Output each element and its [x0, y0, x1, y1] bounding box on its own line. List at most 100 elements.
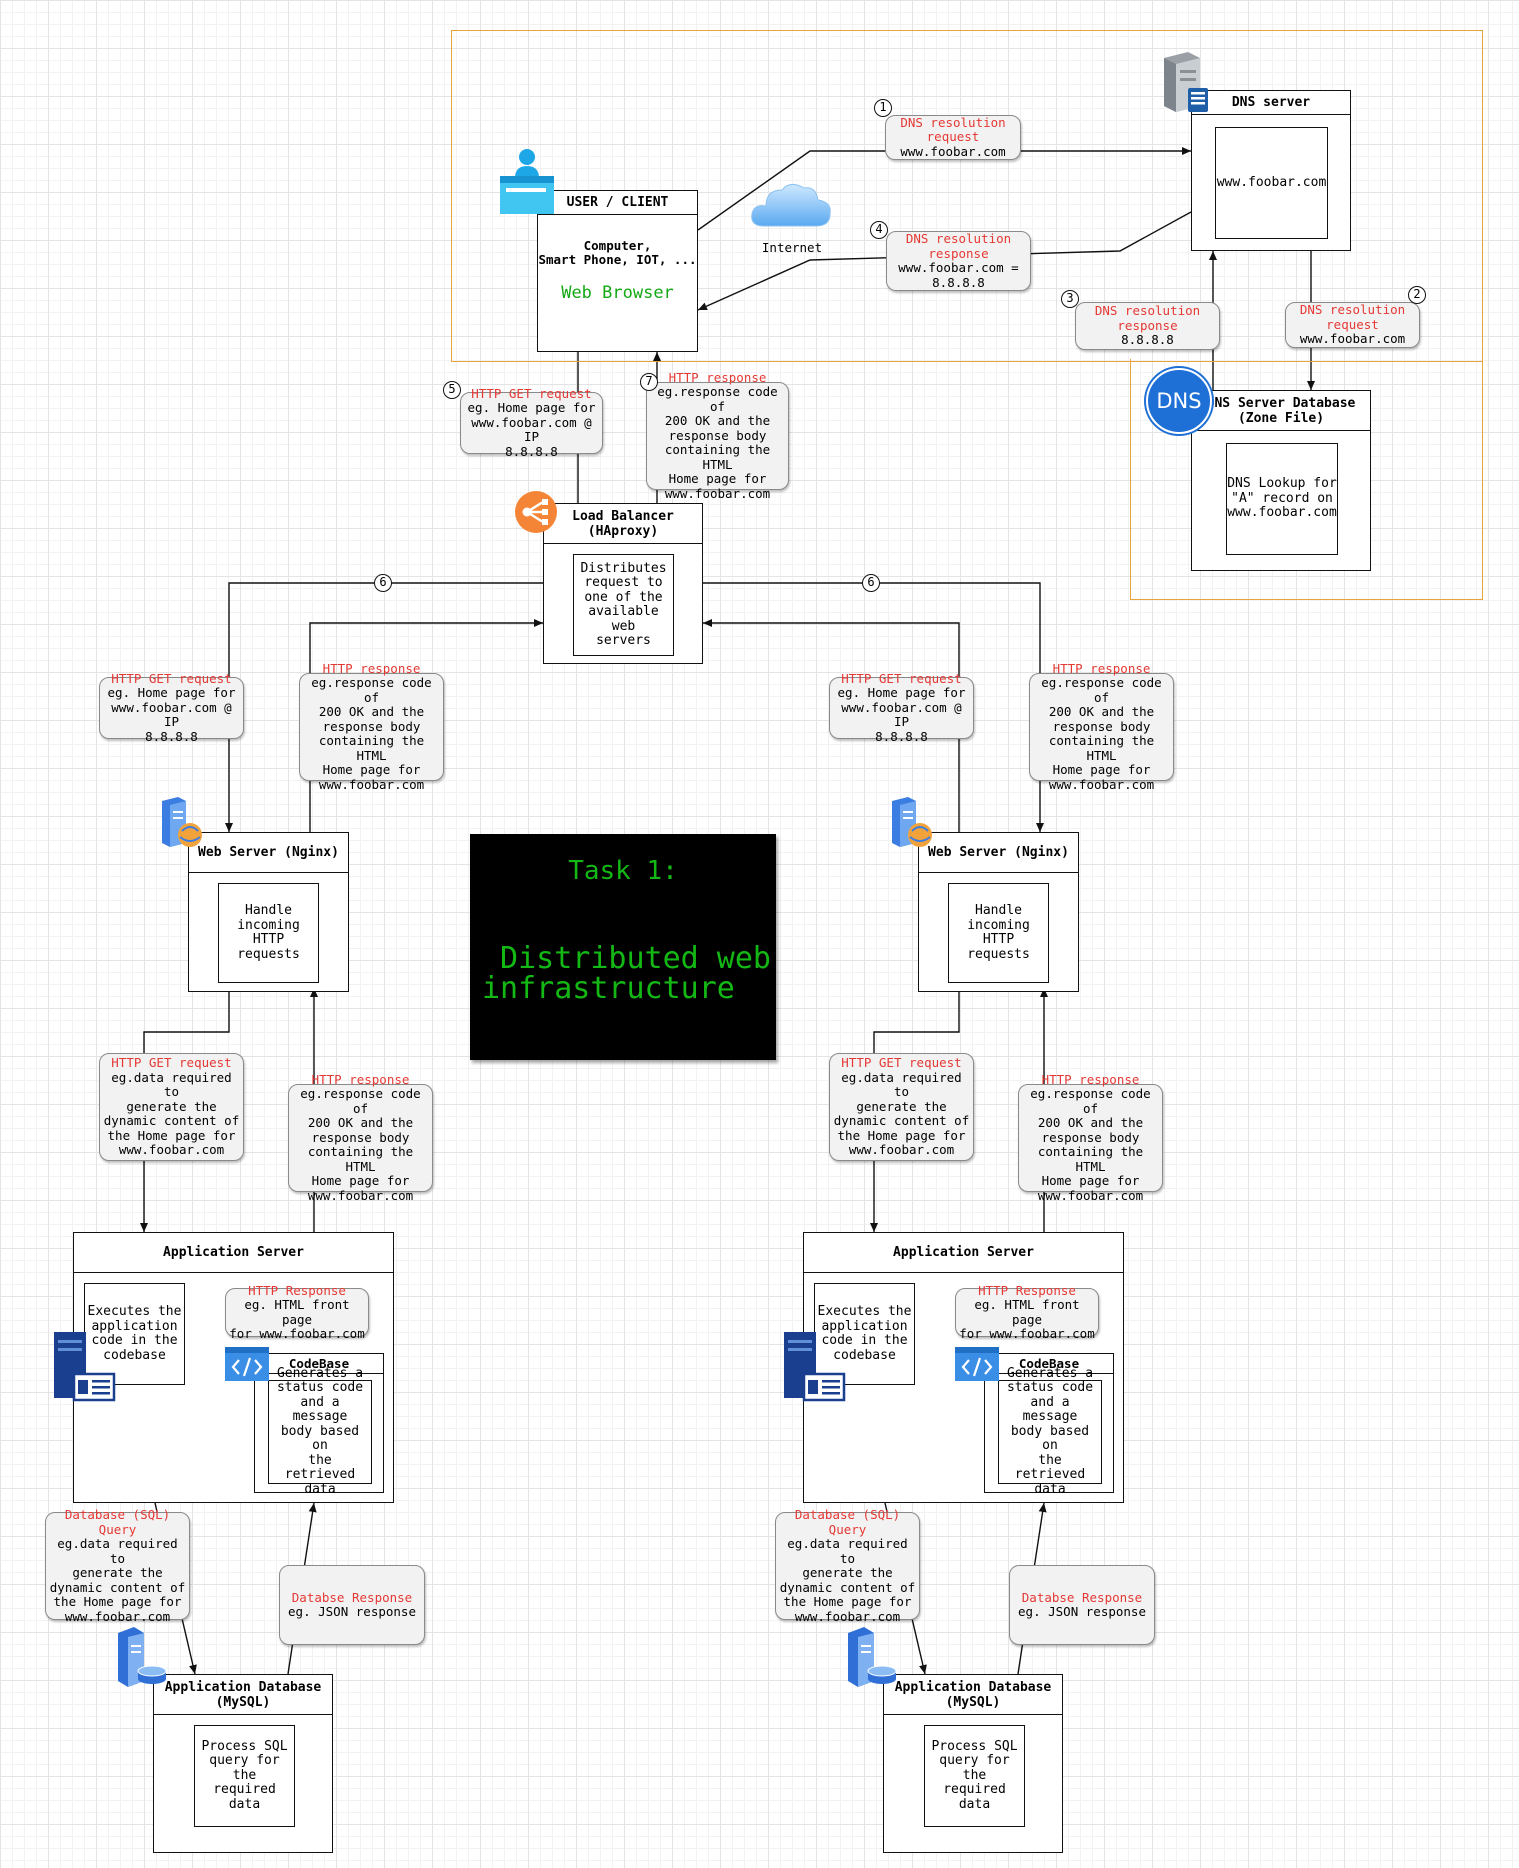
note-title: Database (SQL) Query: [794, 1507, 901, 1537]
note-dns-response-4: DNS resolution response www.foobar.com =…: [886, 231, 1031, 291]
database-box-left[interactable]: Application Database (MySQL) Process SQL…: [153, 1674, 333, 1853]
web-server-box-right[interactable]: Web Server (Nginx) Handle incoming HTTP …: [918, 832, 1079, 992]
app-server-box-left[interactable]: Application Server Executes the applicat…: [73, 1232, 394, 1503]
note-title: DNS resolution request: [900, 114, 1006, 145]
client-devices: Computer, Smart Phone, IOT, ...: [538, 238, 697, 267]
app-server-title: Application Server: [804, 1233, 1123, 1273]
note-body: eg.response code of 200 OK and the respo…: [657, 384, 778, 501]
client-title: USER / CLIENT: [538, 191, 697, 215]
note-app-get-left: HTTP GET request eg.data required to gen…: [99, 1053, 244, 1161]
note-title: HTTP response: [311, 1071, 410, 1087]
note-db-response-right: Databse Response eg. JSON response: [1009, 1565, 1155, 1645]
dns-server-title: DNS server: [1192, 91, 1350, 115]
note-title: HTTP GET request: [471, 385, 592, 401]
web-server-text: Handle incoming HTTP requests: [948, 883, 1049, 983]
note-title: Database (SQL) Query: [64, 1507, 171, 1537]
step-badge-5: 5: [443, 381, 461, 399]
note-body: www.foobar.com: [900, 143, 1006, 159]
note-body: eg.data required to generate the dynamic…: [833, 1069, 970, 1158]
note-title: HTTP response: [322, 660, 421, 676]
app-server-icon-left: [54, 1332, 116, 1402]
title-card-heading: Task 1:: [568, 856, 678, 886]
dns-database-box[interactable]: DNS Server Database (Zone File) DNS Look…: [1191, 390, 1371, 571]
note-title: HTTP GET request: [111, 1055, 232, 1071]
app-server-text: Executes the application code in the cod…: [814, 1283, 915, 1385]
note-title: HTTP response: [1052, 660, 1151, 676]
wire-lb-web1-request: [225, 582, 543, 832]
step-badge-2: 2: [1408, 286, 1426, 304]
internet-cloud-icon: [751, 184, 831, 227]
note-body: eg. Home page for www.foobar.com @ IP 8.…: [107, 685, 236, 744]
step-badge-3: 3: [1061, 290, 1079, 308]
note-code-response-left: HTTP Response eg. HTML front page for ww…: [225, 1283, 369, 1341]
app-server-title: Application Server: [74, 1233, 393, 1273]
web-server-box-left[interactable]: Web Server (Nginx) Handle incoming HTTP …: [188, 832, 349, 992]
codebase-text: Generates a status code and a message bo…: [268, 1366, 372, 1497]
note-body: eg. JSON response: [288, 1604, 416, 1619]
note-title: HTTP GET request: [841, 670, 962, 686]
note-dns-request-1: DNS resolution request www.foobar.com: [885, 115, 1021, 160]
web-server-icon-right: [892, 797, 932, 847]
server-icon: [1164, 52, 1208, 112]
note-body: eg. HTML front page for www.foobar.com: [959, 1297, 1095, 1341]
note-body: eg.response code of 200 OK and the respo…: [1030, 1086, 1151, 1203]
internet-label: Internet: [761, 240, 823, 255]
note-title: DNS resolution request: [1299, 302, 1406, 332]
note-body: eg.data required to generate the dynamic…: [103, 1069, 240, 1158]
note-lb-response-left: HTTP response eg.response code of 200 OK…: [299, 661, 444, 792]
note-dns-response-3: DNS resolution response 8.8.8.8: [1075, 302, 1220, 350]
dns-database-title: DNS Server Database (Zone File): [1192, 391, 1370, 431]
note-body: eg.response code of 200 OK and the respo…: [300, 1086, 421, 1203]
wire-web2-lb-response: [703, 619, 960, 832]
note-title: DNS resolution response: [905, 231, 1012, 261]
load-balancer-box[interactable]: Load Balancer (HAproxy) Distributes requ…: [543, 503, 703, 664]
note-http-get-5: HTTP GET request eg. Home page for www.f…: [460, 386, 603, 459]
note-app-response-left: HTTP response eg.response code of 200 OK…: [288, 1072, 433, 1203]
codebase-title: CodeBase: [985, 1354, 1113, 1374]
step-badge-7: 7: [640, 373, 658, 391]
database-icon-right: [848, 1627, 897, 1687]
codebase-box[interactable]: CodeBase Generates a status code and a m…: [984, 1353, 1114, 1497]
title-card: Task 1: Distributed web infrastructure: [470, 834, 776, 1060]
dns-server-record: www.foobar.com: [1215, 127, 1328, 239]
note-body: eg.data required to generate the dynamic…: [49, 1536, 186, 1624]
note-code-response-right: HTTP Response eg. HTML front page for ww…: [955, 1283, 1099, 1341]
note-dns-request-2: DNS resolution request www.foobar.com: [1285, 302, 1420, 348]
dns-server-box[interactable]: DNS server www.foobar.com: [1191, 90, 1351, 251]
note-db-response-left: Databse Response eg. JSON response: [279, 1565, 425, 1645]
user-icon: [500, 149, 554, 214]
app-server-icon-right: [784, 1332, 846, 1402]
note-lb-response-right: HTTP response eg.response code of 200 OK…: [1029, 661, 1174, 792]
note-body: eg. HTML front page for www.foobar.com: [229, 1297, 365, 1341]
note-body: www.foobar.com = 8.8.8.8: [898, 260, 1019, 290]
note-title: HTTP response: [668, 369, 767, 385]
note-lb-get-left: HTTP GET request eg. Home page for www.f…: [99, 671, 244, 744]
codebase-text: Generates a status code and a message bo…: [998, 1366, 1102, 1497]
database-box-right[interactable]: Application Database (MySQL) Process SQL…: [883, 1674, 1063, 1853]
note-body: www.foobar.com: [1299, 331, 1406, 347]
dns-resolution-zone: [451, 30, 1483, 362]
wire-dns-request: [697, 147, 1191, 231]
title-card-subtitle: Distributed web infrastructure: [482, 941, 771, 1006]
note-title: Databse Response: [1021, 1589, 1143, 1605]
codebase-box[interactable]: CodeBase Generates a status code and a m…: [254, 1353, 384, 1497]
step-badge-1: 1: [874, 99, 892, 117]
database-text: Process SQL query for the required data: [194, 1725, 295, 1827]
web-server-title: Web Server (Nginx): [189, 833, 348, 873]
note-body: eg. Home page for www.foobar.com @ IP 8.…: [837, 685, 966, 744]
note-db-query-left: Database (SQL) Query eg.data required to…: [45, 1507, 190, 1623]
code-icon-right: [955, 1347, 999, 1381]
note-title: HTTP Response: [978, 1282, 1076, 1298]
database-title: Application Database (MySQL): [884, 1675, 1062, 1715]
client-box[interactable]: USER / CLIENT Computer, Smart Phone, IOT…: [537, 190, 698, 352]
note-app-response-right: HTTP response eg.response code of 200 OK…: [1018, 1072, 1163, 1203]
load-balancer-icon: [515, 491, 557, 533]
note-http-response-7: HTTP response eg.response code of 200 OK…: [646, 370, 789, 501]
note-title: HTTP Response: [248, 1282, 346, 1298]
note-body: 8.8.8.8: [1121, 332, 1174, 348]
dns-globe-icon: DNS: [1146, 368, 1212, 434]
note-title: Databse Response: [291, 1589, 413, 1605]
note-body: eg.response code of 200 OK and the respo…: [311, 675, 432, 792]
web-server-icon-left: [162, 797, 202, 847]
